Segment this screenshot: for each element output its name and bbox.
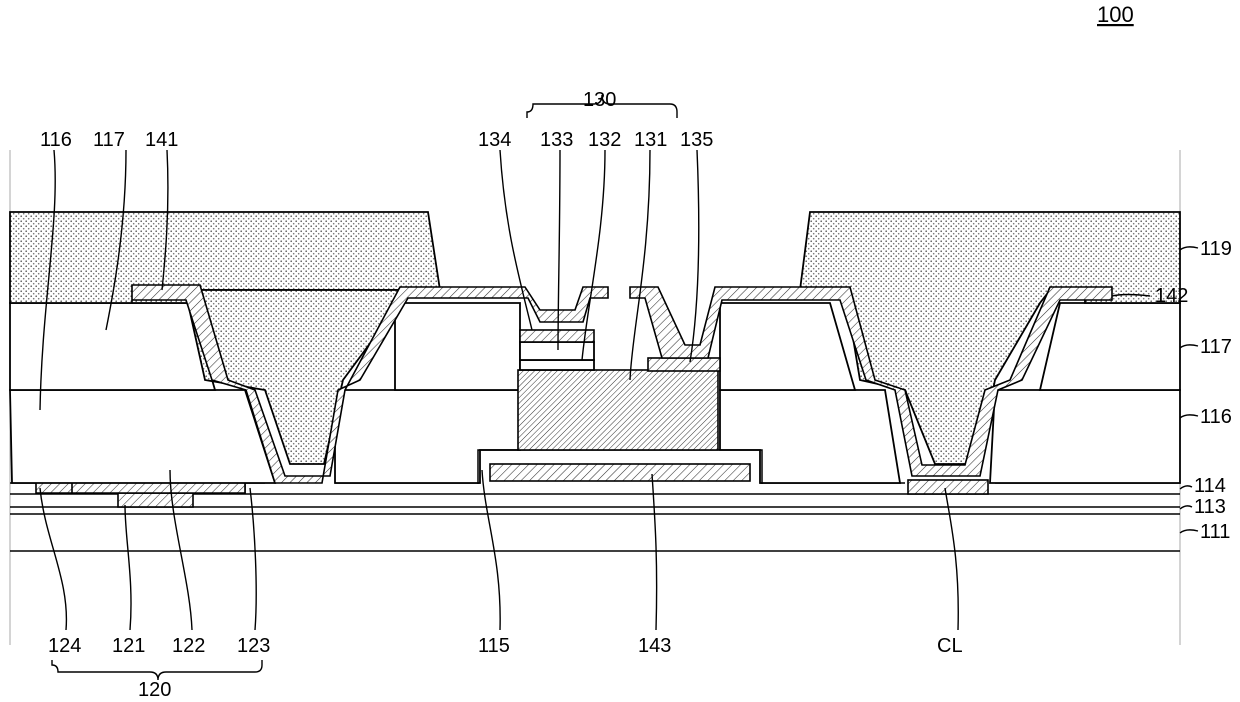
figure-number: 100 — [1097, 2, 1134, 27]
label-120: 120 — [138, 679, 171, 701]
label-111: 111 — [1200, 521, 1230, 543]
label-115: 115 — [478, 635, 510, 657]
label-116-right: 116 — [1200, 406, 1232, 428]
layer-134 — [520, 330, 594, 342]
label-132: 132 — [588, 129, 621, 151]
label-119: 119 — [1200, 238, 1232, 260]
gate-electrode-121 — [118, 493, 193, 507]
label-121: 121 — [112, 635, 145, 657]
label-cl: CL — [937, 635, 963, 657]
label-113: 113 — [1194, 496, 1226, 518]
label-142: 142 — [1155, 285, 1188, 307]
label-143: 143 — [638, 635, 671, 657]
label-130: 130 — [583, 89, 616, 111]
label-123: 123 — [237, 635, 270, 657]
label-114: 114 — [1194, 475, 1226, 497]
label-141: 141 — [145, 129, 178, 151]
label-117-right: 117 — [1200, 336, 1232, 358]
contact-line-cl — [908, 480, 988, 494]
label-116-top: 116 — [40, 129, 72, 151]
substrate-111 — [10, 514, 1180, 551]
wiring-143 — [490, 464, 750, 481]
label-122: 122 — [172, 635, 205, 657]
label-124: 124 — [48, 635, 81, 657]
label-131: 131 — [634, 129, 667, 151]
label-134: 134 — [478, 129, 511, 151]
first-electrode-131 — [518, 370, 718, 450]
layer-132 — [520, 360, 594, 370]
layer-135 — [648, 358, 720, 371]
label-135: 135 — [680, 129, 713, 151]
label-133: 133 — [540, 129, 573, 151]
label-117-top: 117 — [93, 129, 125, 151]
